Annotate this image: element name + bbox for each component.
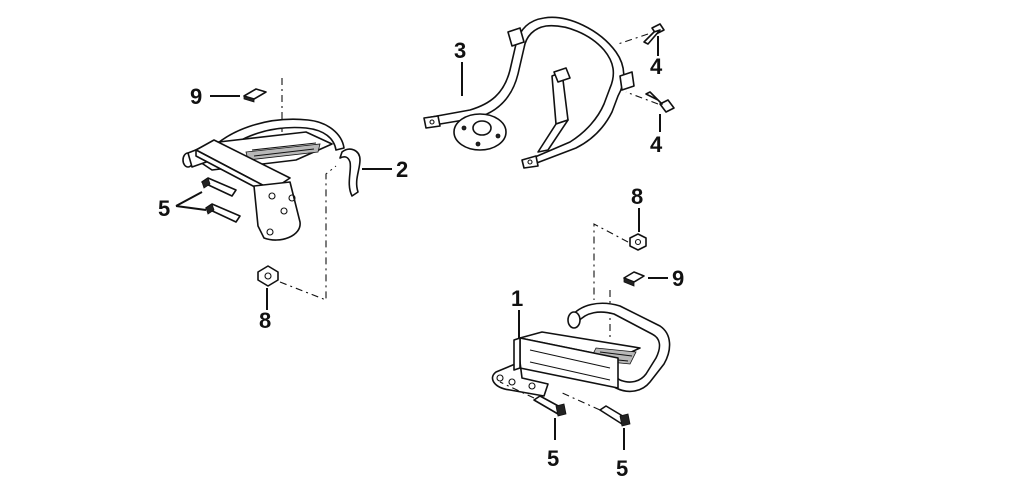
rear-bumper-assembly: 1 8 9 5 5 bbox=[491, 184, 684, 481]
rear-bumper-frame-part-1 bbox=[491, 302, 671, 397]
top-guard-frame-part-3 bbox=[423, 16, 635, 169]
link-part-2 bbox=[339, 148, 361, 197]
callout-4-upper: 4 bbox=[650, 54, 663, 79]
callout-5-bottom-a: 5 bbox=[547, 446, 559, 471]
callout-3: 3 bbox=[454, 38, 466, 63]
bolt-part-upper-4 bbox=[643, 23, 665, 45]
bolt-part-bottom-b bbox=[599, 405, 631, 427]
bolt-part-left-lower bbox=[205, 203, 241, 223]
assembly-line-left-nut bbox=[279, 165, 337, 301]
nut-part-left bbox=[257, 265, 279, 287]
bolt-part-lower-4 bbox=[645, 91, 675, 113]
disc-part bbox=[453, 113, 507, 151]
clip-part-left bbox=[243, 88, 267, 103]
bolt-part-bottom-a bbox=[533, 395, 567, 417]
callout-2: 2 bbox=[396, 157, 408, 182]
clip-part-right bbox=[623, 271, 645, 287]
callout-9-right: 9 bbox=[672, 266, 684, 291]
nut-part-right bbox=[629, 233, 647, 251]
assembly-line-right-nut bbox=[593, 223, 629, 300]
side-bracket-left bbox=[195, 139, 301, 241]
callout-8-right: 8 bbox=[631, 184, 643, 209]
callout-4-lower: 4 bbox=[650, 132, 663, 157]
callout-8-left: 8 bbox=[259, 308, 271, 333]
callout-1: 1 bbox=[511, 286, 523, 311]
bolt-part-left-upper bbox=[201, 177, 237, 197]
callout-9-left: 9 bbox=[190, 84, 202, 109]
assembly-line-bottom-bolts bbox=[499, 381, 601, 411]
callout-5-left: 5 bbox=[158, 196, 170, 221]
assembly-line-top-bolt-lower bbox=[625, 91, 659, 105]
leader-5-left bbox=[175, 191, 207, 211]
top-guard-assembly: 3 4 4 bbox=[423, 16, 675, 169]
assembly-line-top-bolt-upper bbox=[617, 33, 649, 45]
left-bumper-assembly: 9 2 5 8 bbox=[158, 78, 408, 333]
callout-5-bottom-b: 5 bbox=[616, 456, 628, 481]
